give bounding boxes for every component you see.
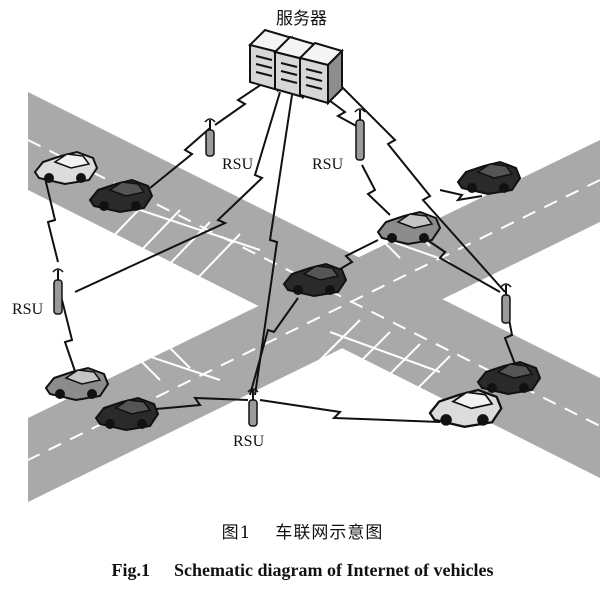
wireless-links bbox=[44, 79, 519, 423]
rsu-label: RSU bbox=[233, 433, 265, 450]
car-icon bbox=[88, 178, 154, 214]
wireless-link-icon bbox=[419, 234, 501, 293]
wireless-link-icon bbox=[249, 297, 299, 396]
server-label: 服务器 bbox=[276, 9, 327, 28]
wireless-link-icon bbox=[149, 127, 211, 189]
wireless-link-icon bbox=[44, 177, 59, 263]
rsu-antenna-icon bbox=[204, 118, 216, 157]
rsu-label: RSU bbox=[12, 301, 44, 318]
wireless-link-icon bbox=[329, 239, 379, 276]
rsu-antenna-icon bbox=[247, 388, 259, 427]
figure-caption-cn: 图1 车联网示意图 bbox=[0, 518, 605, 543]
wireless-link-icon bbox=[259, 399, 441, 423]
wireless-link-icon bbox=[439, 189, 483, 202]
wireless-link-icon bbox=[144, 396, 249, 411]
car-icon bbox=[94, 396, 160, 432]
figure-caption-en: Fig.1 Schematic diagram of Internet of ve… bbox=[0, 560, 605, 581]
rsu-antenna-icon bbox=[354, 108, 366, 161]
car-icon bbox=[456, 160, 522, 196]
caption-cn-number: 图1 bbox=[221, 523, 252, 543]
car-icon bbox=[476, 360, 542, 396]
wireless-link-icon bbox=[214, 79, 269, 126]
wireless-link-icon bbox=[317, 91, 361, 129]
car-icon bbox=[428, 388, 503, 428]
caption-en-number: Fig.1 bbox=[111, 560, 151, 580]
rsu-antenna-icon bbox=[52, 268, 64, 315]
rsu-label: RSU bbox=[312, 156, 344, 173]
car-icon bbox=[282, 262, 348, 298]
caption-en-title: Schematic diagram of Internet of vehicle… bbox=[174, 560, 494, 580]
wireless-link-icon bbox=[74, 91, 281, 293]
wireless-link-icon bbox=[334, 79, 506, 293]
wireless-link-icon bbox=[254, 94, 293, 396]
wireless-link-icon bbox=[61, 299, 79, 381]
wireless-link-icon bbox=[361, 164, 391, 216]
car-icon bbox=[33, 150, 99, 186]
rsu-antenna-icon bbox=[500, 283, 512, 324]
rsu-label: RSU bbox=[222, 156, 254, 173]
caption-cn-title: 车联网示意图 bbox=[275, 523, 384, 543]
car-icon bbox=[376, 210, 442, 246]
server-icon bbox=[248, 28, 344, 106]
car-icon bbox=[44, 366, 110, 402]
